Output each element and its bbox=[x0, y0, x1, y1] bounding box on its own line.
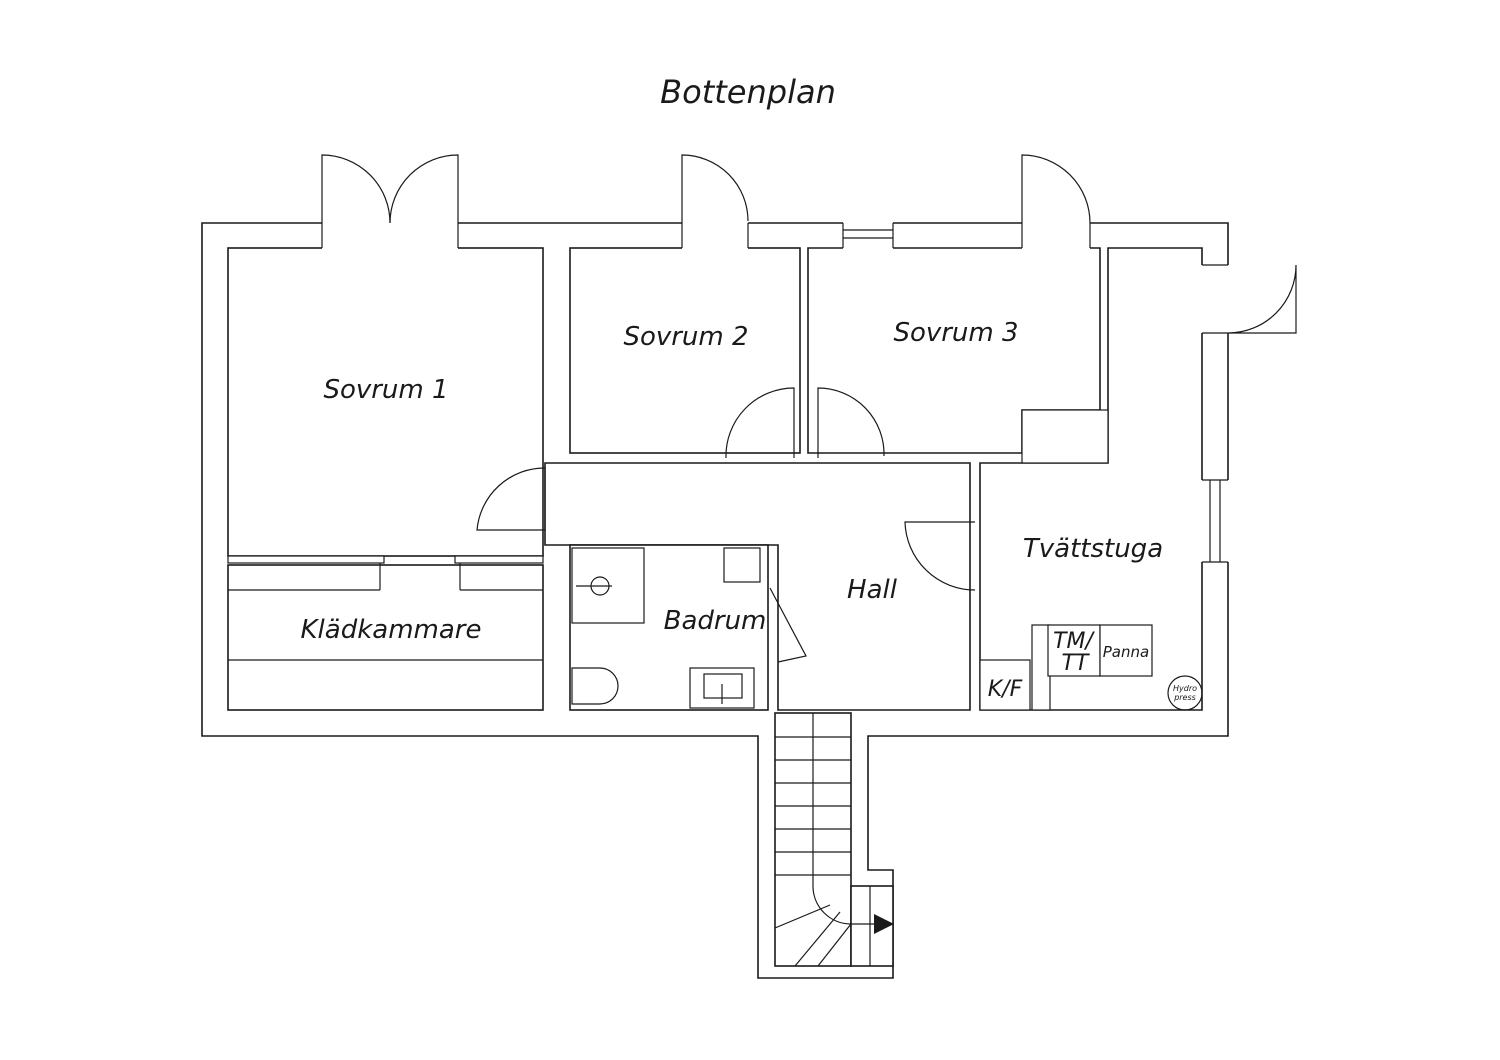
door-swings bbox=[321, 154, 1297, 663]
laundry-fixtures bbox=[979, 409, 1203, 711]
wall-openings bbox=[321, 222, 1230, 563]
label-panna: Panna bbox=[1103, 643, 1149, 661]
label-tvattstuga: Tvättstuga bbox=[1023, 534, 1163, 564]
label-press: press bbox=[1173, 693, 1196, 702]
label-sovrum-2: Sovrum 2 bbox=[623, 322, 748, 352]
room-interiors bbox=[227, 247, 1203, 711]
label-kf: K/F bbox=[988, 677, 1023, 702]
stair-direction-arrow bbox=[874, 914, 894, 934]
bathroom-fixtures bbox=[571, 547, 761, 709]
toilet bbox=[571, 667, 619, 705]
plan-title: Bottenplan bbox=[660, 73, 836, 111]
label-tm: TM/ bbox=[1053, 629, 1095, 654]
label-sovrum-1: Sovrum 1 bbox=[323, 375, 448, 405]
label-tt: TT bbox=[1062, 651, 1090, 676]
room-kladkammare bbox=[227, 564, 544, 711]
fixture-labels: K/F TM/ TT Panna Hydro press bbox=[988, 629, 1197, 702]
staircase bbox=[774, 712, 894, 967]
wardrobe-shelves bbox=[227, 555, 544, 661]
label-kladkammare: Klädkammare bbox=[301, 615, 482, 645]
hydro-tank bbox=[1167, 675, 1203, 711]
label-hydro: Hydro bbox=[1173, 684, 1197, 693]
label-sovrum-3: Sovrum 3 bbox=[893, 318, 1018, 348]
room-sovrum-1 bbox=[227, 247, 544, 557]
cabinet bbox=[723, 547, 761, 583]
label-hall: Hall bbox=[847, 575, 898, 605]
label-badrum: Badrum bbox=[664, 606, 767, 636]
room-sovrum-2 bbox=[569, 247, 801, 454]
room-labels: Sovrum 1 Sovrum 2 Sovrum 3 Klädkammare B… bbox=[301, 318, 1164, 645]
